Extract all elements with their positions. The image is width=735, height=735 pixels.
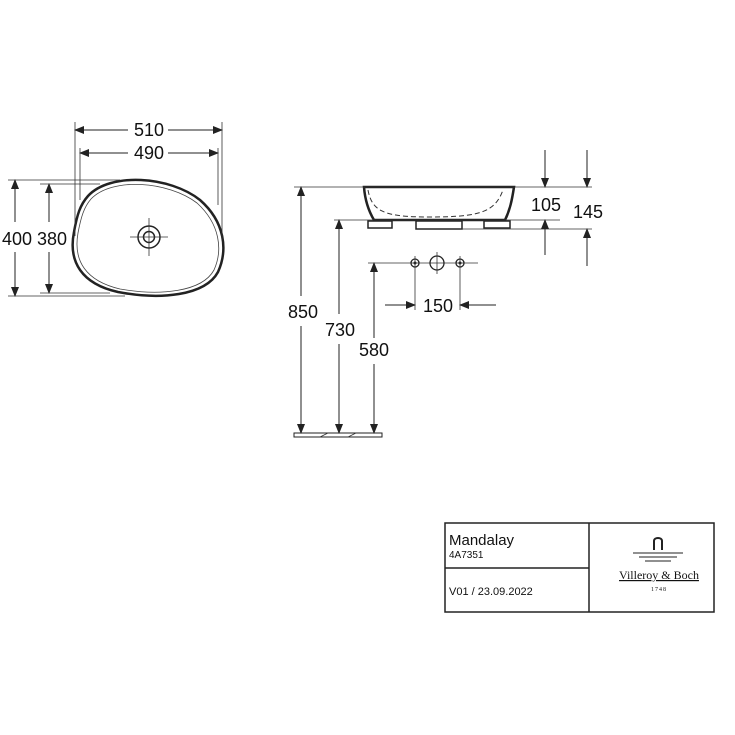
product-name: Mandalay [449,532,515,549]
version-date: V01 / 23.09.2022 [449,586,533,598]
basin-foot-left [367,220,393,229]
side-view: 105 145 150 850 730 580 [288,150,603,438]
dim-outer-width: 510 [134,120,164,140]
dim-drain-spacing: 150 [423,296,453,316]
brand-name: Villeroy & Boch [619,568,699,582]
drain-fitting [415,220,463,230]
brand-year: 1748 [651,587,667,593]
bowl-hidden-line [367,189,504,218]
top-view: 510 490 400 380 [2,120,225,297]
basin-outline-top [71,178,225,297]
article-number: 4A7351 [449,550,484,561]
basin-outline-side [362,185,516,222]
basin-inner-outline-top [76,184,220,293]
drain-icon [130,218,168,256]
dim-bowl-height: 105 [531,195,561,215]
brand-logo: Villeroy & Boch 1748 [619,537,699,593]
basin-foot-right [483,220,511,229]
floor-line [293,432,383,438]
dim-rim-height: 850 [288,302,318,322]
dim-total-height: 145 [573,202,603,222]
dim-drain-height: 580 [359,340,389,360]
dim-inner-width: 490 [134,143,164,163]
dim-inner-depth: 380 [37,229,67,249]
dim-counter-height: 730 [325,320,355,340]
dim-outer-depth: 400 [2,229,32,249]
title-block: Mandalay 4A7351 V01 / 23.09.2022 Villero… [444,522,715,613]
